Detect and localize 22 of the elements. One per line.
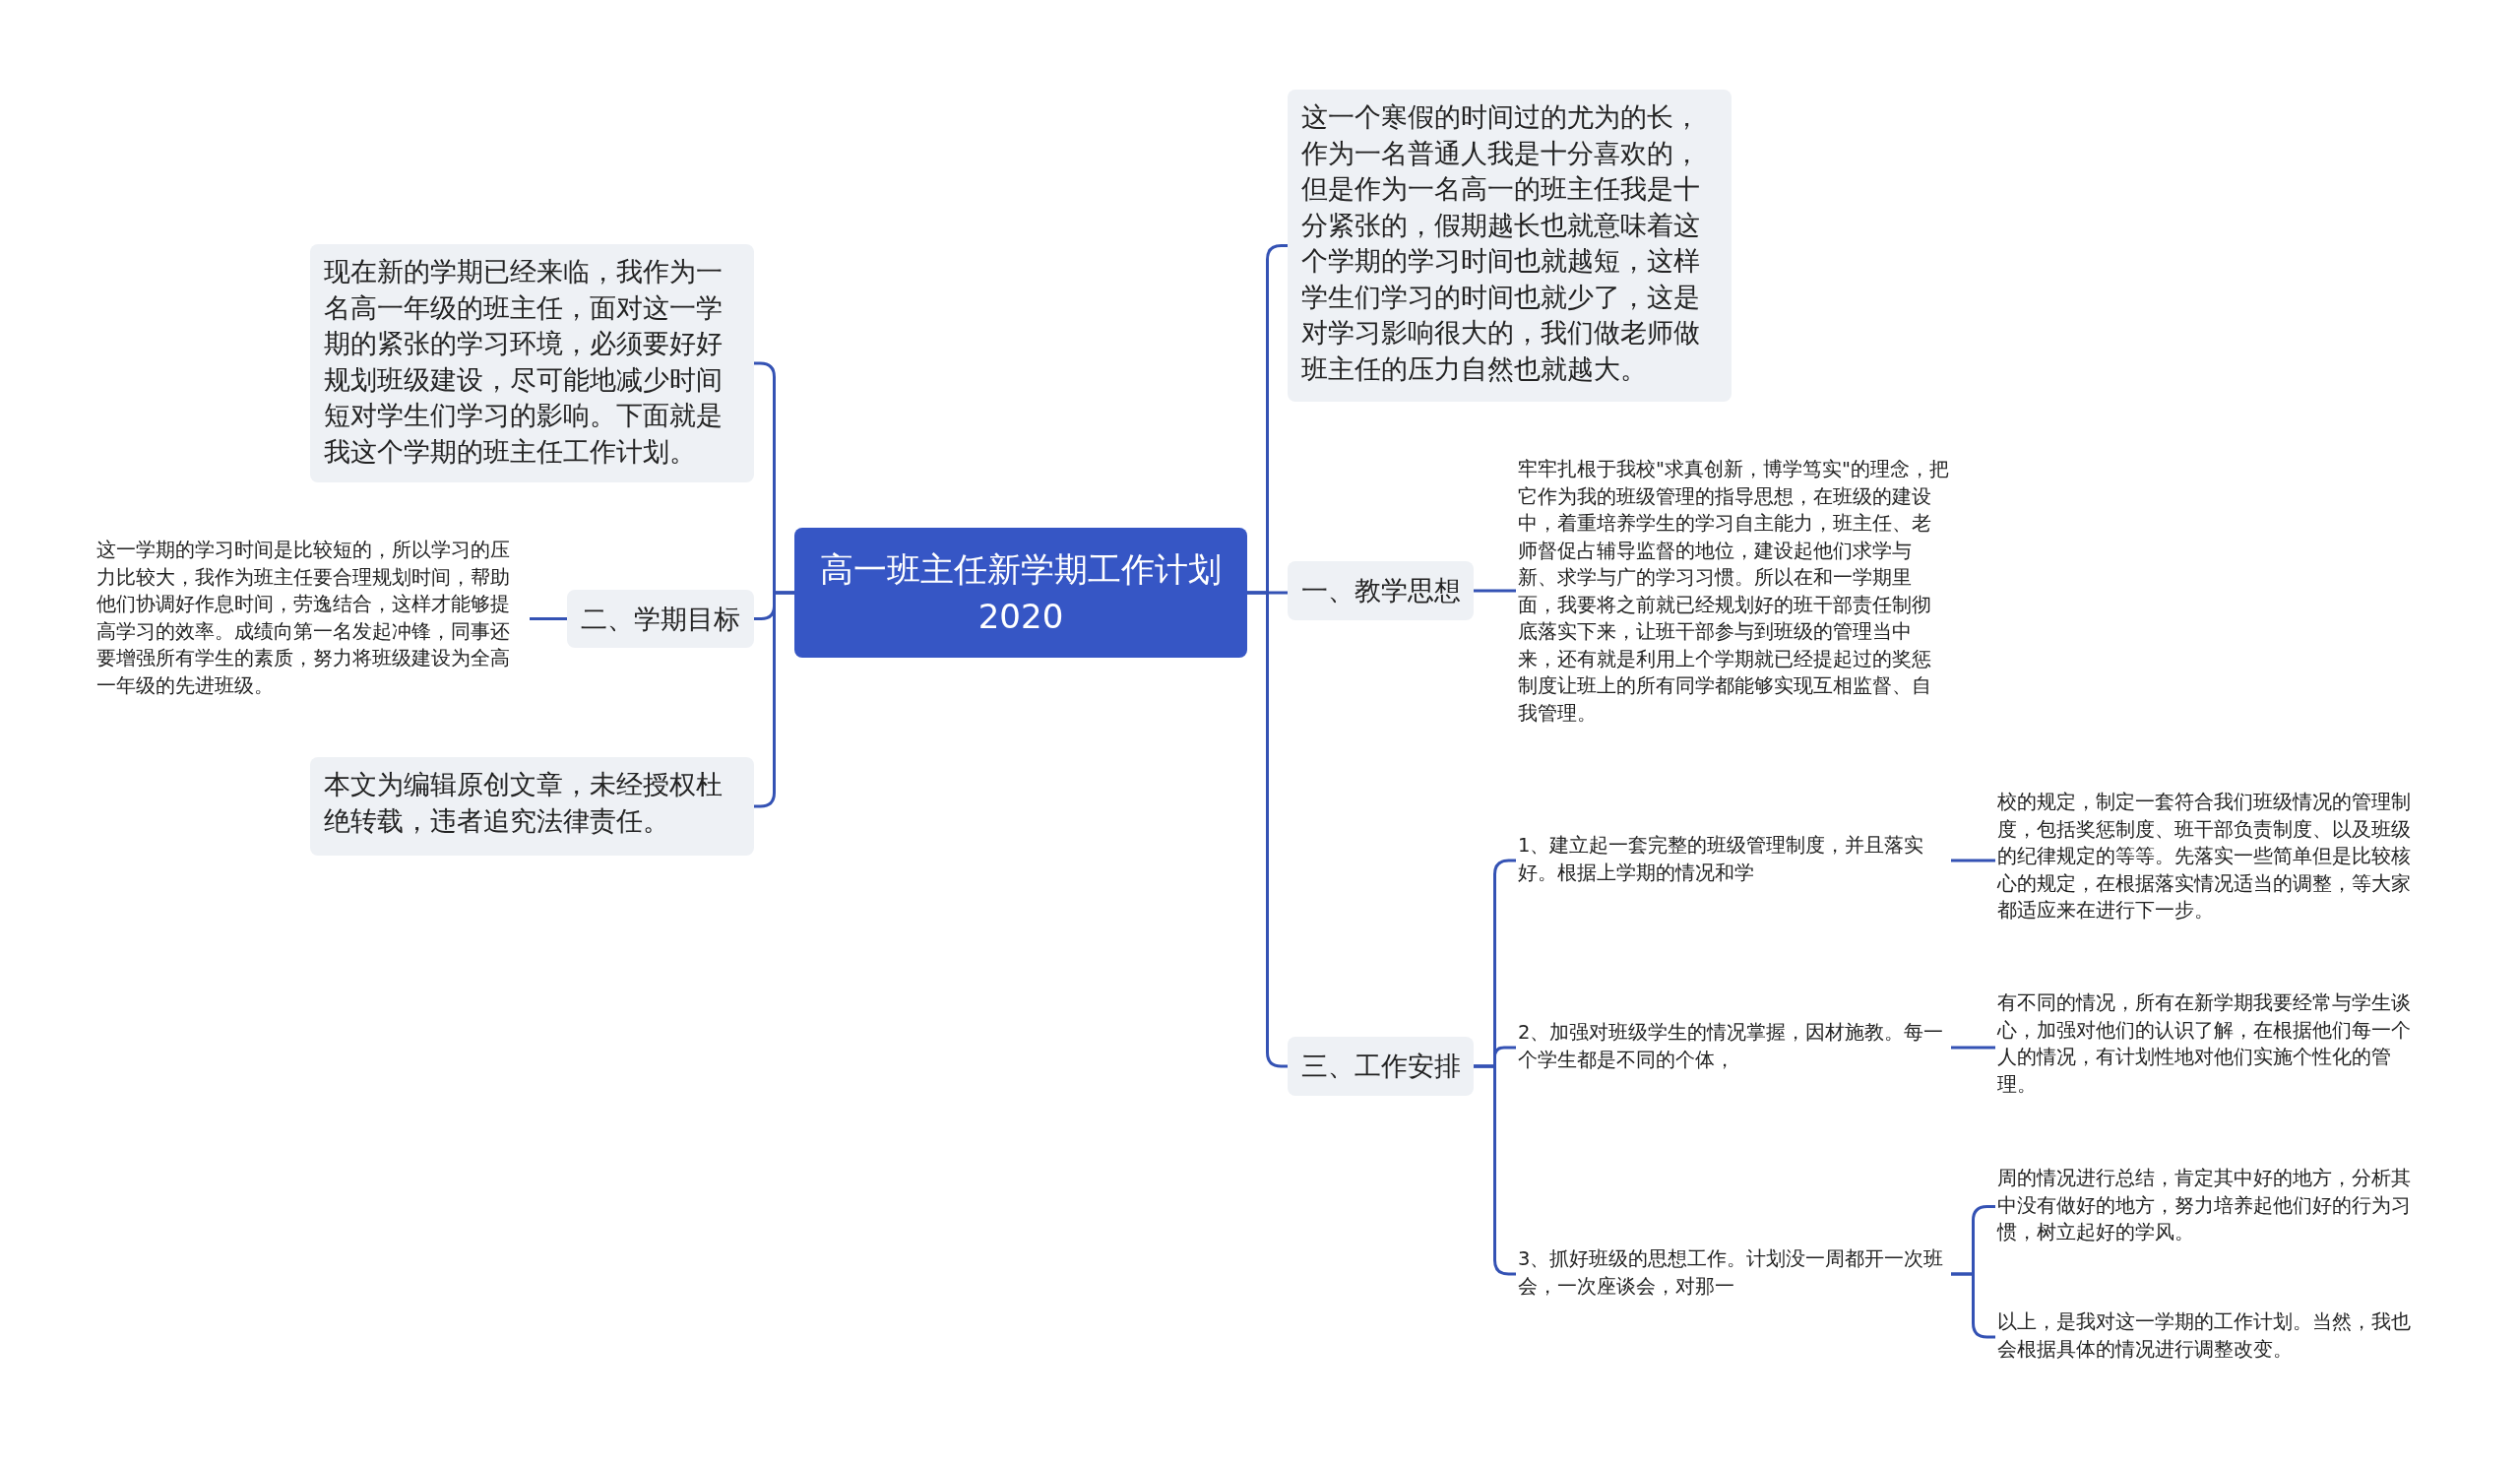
- connector-line: [1951, 859, 1995, 862]
- connector-line: [754, 591, 794, 808]
- note-text: 牢牢扎根于我校"求真创新，博学笃实"的理念，把它作为我的班级管理的指导思想，在班级的建设中，着重培养学生的学习自主能力，班主任、老师督促占辅导监督的地位，建设起他们求学与新、求学与广的学习习惯。所以在和一学期里面，我要将之前就已经规划好的班干部责任制彻底落实下来，让班干部参与到班级的管理当中来，还有就是利用上个学期就已经提起过的奖惩制度让班上的所有同学都能够实现互相监督、自我管理。: [1516, 456, 1951, 730]
- note-text: 周的情况进行总结，肯定其中好的地方，分析其中没有做好的地方，努力培养起他们好的行为习惯，树立起好的学风。: [1995, 1165, 2428, 1248]
- note-card: 这一个寒假的时间过的尤为的长，作为一名普通人我是十分喜欢的，但是作为一名高一的班主任我是十分紧张的，假期越长也就意味着这个学期的学习时间也就越短，这样学生们学习的时间也就少了，这是对学习影响很大的，我们做老师做班主任的压力自然也就越大。: [1288, 90, 1732, 402]
- note-card: 现在新的学期已经来临，我作为一名高一年级的班主任，面对这一学期的紧张的学习环境，必须要好好规划班级建设，尽可能地减少时间短对学生们学习的影响。下面就是我这个学期的班主任工作计划。: [310, 244, 754, 482]
- connector-line: [1474, 589, 1516, 593]
- note-text: 2、加强对班级学生的情况掌握，因材施教。每一个学生都是不同的个体，: [1516, 1019, 1951, 1076]
- note-text: 1、建立起一套完整的班级管理制度，并且落实好。根据上学期的情况和学: [1516, 832, 1951, 889]
- branch-topic: 二、学期目标: [567, 590, 754, 648]
- note-text: 以上，是我对这一学期的工作计划。当然，我也会根据具体的情况进行调整改变。: [1995, 1308, 2428, 1366]
- branch-topic: 三、工作安排: [1288, 1037, 1474, 1096]
- connector-line: [1951, 1046, 1995, 1050]
- note-card: 本文为编辑原创文章，未经授权杜绝转载，违者追究法律责任。: [310, 757, 754, 856]
- central-topic: 高一班主任新学期工作计划2020: [794, 528, 1247, 658]
- note-text: 这一学期的学习时间是比较短的，所以学习的压力比较大，我作为班主任要合理规划时间，帮助他们协调好作息时间，劳逸结合，这样才能够提高学习的效率。成绩向第一名发起冲锋，同事还要增强所有学生的素质，努力将班级建设为全高一年级的先进班级。: [94, 537, 530, 706]
- branch-topic: 一、教学思想: [1288, 561, 1474, 620]
- note-text: 有不同的情况，所有在新学期我要经常与学生谈心，加强对他们的认识了解，在根据他们每一个人的情况，有计划性地对他们实施个性化的管理。: [1995, 989, 2428, 1102]
- note-text: 3、抓好班级的思想工作。计划没一周都开一次班会，一次座谈会，对那一: [1516, 1245, 1951, 1303]
- connector-line: [1247, 591, 1288, 1068]
- note-text: 校的规定，制定一套符合我们班级情况的管理制度，包括奖惩制度、班干部负责制度、以及班级的纪律规定的等等。先落实一些简单但是比较核心的规定，在根据落实情况适当的调整，等大家都适应来在进行下一步。: [1995, 789, 2428, 928]
- connector-line: [530, 617, 567, 620]
